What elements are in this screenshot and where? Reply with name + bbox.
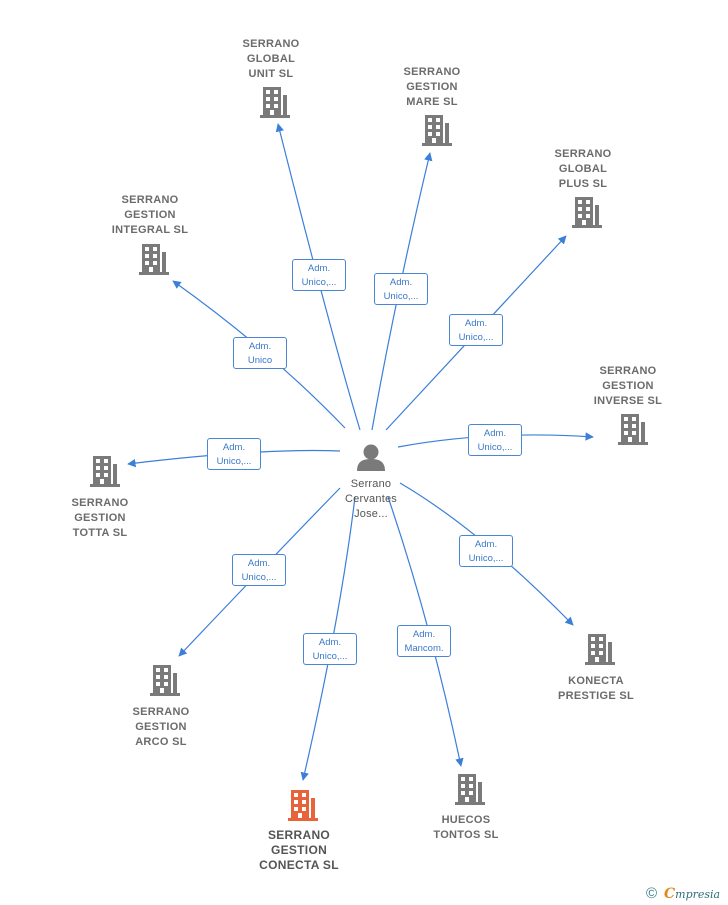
company-label-global-plus[interactable]: SERRANO GLOBAL PLUS SL bbox=[554, 148, 612, 190]
building-icon-konecta-prestige[interactable] bbox=[585, 634, 615, 665]
company-label-gestion-arco[interactable]: SERRANO GESTION ARCO SL bbox=[132, 706, 190, 748]
person-icon[interactable] bbox=[357, 444, 385, 472]
relation-role: Adm. bbox=[307, 263, 331, 274]
relation-type: Unico,... bbox=[301, 277, 337, 288]
company-label-gestion-conecta[interactable]: SERRANO GESTION CONECTA SL bbox=[259, 828, 339, 872]
relation-type: Mancom. bbox=[404, 643, 444, 654]
relation-badge-gestion-inverse[interactable]: Adm. Unico,... bbox=[468, 424, 522, 456]
relation-role: Adm. bbox=[483, 428, 507, 439]
relation-badge-konecta-prestige[interactable]: Adm. Unico,... bbox=[459, 535, 513, 567]
company-label-konecta-prestige[interactable]: KONECTA PRESTIGE SL bbox=[557, 675, 635, 702]
relation-type: Unico bbox=[247, 355, 273, 366]
relation-role: Adm. bbox=[222, 442, 246, 453]
relation-badge-global-plus[interactable]: Adm. Unico,... bbox=[449, 314, 503, 346]
building-icon-global-unit[interactable] bbox=[260, 87, 290, 118]
company-label-gestion-mare[interactable]: SERRANO GESTION MARE SL bbox=[403, 66, 461, 108]
edge-global-unit bbox=[275, 123, 361, 431]
relation-role: Adm. bbox=[464, 318, 488, 329]
edge-gestion-conecta bbox=[300, 496, 356, 781]
relation-type: Unico,... bbox=[458, 332, 494, 343]
company-label-gestion-inverse[interactable]: SERRANO GESTION INVERSE SL bbox=[593, 365, 663, 407]
company-label-global-unit[interactable]: SERRANO GLOBAL UNIT SL bbox=[242, 38, 300, 80]
relation-role: Adm. bbox=[474, 539, 498, 550]
relation-type: Unico,... bbox=[216, 456, 252, 467]
relation-role: Adm. bbox=[318, 637, 342, 648]
relation-type: Unico,... bbox=[468, 553, 504, 564]
brand-logo: Cmpresia bbox=[664, 886, 721, 902]
building-icon-gestion-integral[interactable] bbox=[139, 244, 169, 275]
company-label-gestion-integral[interactable]: SERRANO GESTION INTEGRAL SL bbox=[111, 194, 189, 236]
building-icon-gestion-mare[interactable] bbox=[422, 115, 452, 146]
relation-type: Unico,... bbox=[312, 651, 348, 662]
building-icon-gestion-arco[interactable] bbox=[150, 665, 180, 696]
relation-badge-gestion-totta[interactable]: Adm. Unico,... bbox=[207, 438, 261, 470]
building-icon-gestion-inverse[interactable] bbox=[618, 414, 648, 445]
relation-badge-gestion-integral[interactable]: Adm. Unico bbox=[233, 337, 287, 369]
relation-role: Adm. bbox=[412, 629, 436, 640]
copyright-icon: © bbox=[646, 885, 658, 902]
building-icon-gestion-totta[interactable] bbox=[90, 456, 120, 487]
building-icon-huecos-tontos[interactable] bbox=[455, 774, 485, 805]
relation-badge-global-unit[interactable]: Adm. Unico,... bbox=[292, 259, 346, 291]
relation-badge-gestion-conecta[interactable]: Adm. Unico,... bbox=[303, 633, 357, 665]
relation-badge-huecos-tontos[interactable]: Adm. Mancom. bbox=[397, 625, 451, 657]
footer-brand: © Cmpresia bbox=[638, 883, 728, 903]
company-label-huecos-tontos[interactable]: HUECOS TONTOS SL bbox=[433, 814, 499, 841]
company-label-gestion-totta[interactable]: SERRANO GESTION TOTTA SL bbox=[71, 497, 129, 539]
relation-type: Unico,... bbox=[383, 291, 419, 302]
relation-role: Adm. bbox=[247, 558, 271, 569]
relation-role: Adm. bbox=[248, 341, 272, 352]
relation-badge-gestion-arco[interactable]: Adm. Unico,... bbox=[232, 554, 286, 586]
person-name[interactable]: Serrano Cervantes Jose... bbox=[345, 478, 397, 520]
relation-role: Adm. bbox=[389, 277, 413, 288]
relation-badge-gestion-mare[interactable]: Adm. Unico,... bbox=[374, 273, 428, 305]
building-icon-gestion-conecta[interactable] bbox=[288, 790, 318, 821]
relation-type: Unico,... bbox=[477, 442, 513, 453]
building-icon-global-plus[interactable] bbox=[572, 197, 602, 228]
relation-type: Unico,... bbox=[241, 572, 277, 583]
